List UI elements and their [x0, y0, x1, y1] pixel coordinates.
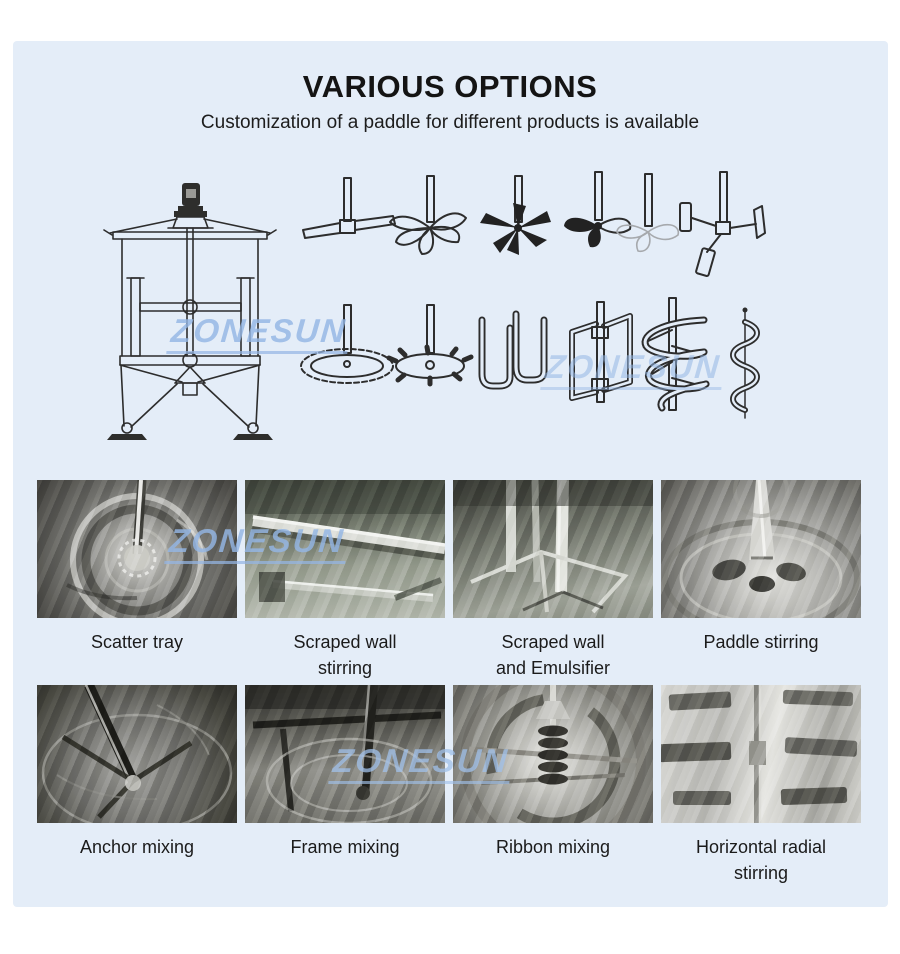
- helical-ribbon-icon: [641, 297, 710, 412]
- photo-ribbon-mixing: [453, 685, 653, 823]
- page-subtitle: Customization of a paddle for different …: [200, 112, 700, 133]
- marine-propeller-ghost-icon: [616, 173, 680, 253]
- six-blade-propeller-icon: [480, 175, 551, 255]
- gallery-item: Paddle stirring: [661, 480, 861, 681]
- photo-anchor-mixing: [37, 685, 237, 823]
- serrated-dissolver-disc-icon: [300, 304, 394, 384]
- double-u-anchor-icon: [478, 310, 548, 390]
- impeller-options-diagram: [103, 171, 766, 440]
- page-title: VARIOUS OPTIONS: [302, 69, 598, 104]
- flat-blade-paddle-icon: [302, 177, 396, 239]
- photo-caption: Frame mixing: [290, 837, 400, 857]
- gallery-item: Scatter tray: [37, 480, 237, 681]
- gate-frame-paddle-icon: [569, 301, 633, 403]
- photo-caption: Scraped wall and Emulsifier: [495, 632, 611, 678]
- photo-scraped-wall-emulsifier: [453, 480, 653, 618]
- mixing-tank-drawing-icon: [103, 183, 277, 440]
- photo-caption: Ribbon mixing: [495, 837, 611, 857]
- gallery-row-2: Anchor mixing Frame mixing: [37, 685, 861, 886]
- photo-scatter-tray: [37, 480, 237, 618]
- gallery-item: Frame mixing: [245, 685, 445, 886]
- curved-blade-turbine-icon: [389, 175, 467, 255]
- photo-frame-mixing: [245, 685, 445, 823]
- photo-horizontal-radial-stirring: [661, 685, 861, 823]
- photo-caption: Scatter tray: [90, 632, 184, 652]
- photo-caption: Paddle stirring: [703, 632, 819, 652]
- gallery-item: Ribbon mixing: [453, 685, 653, 886]
- photo-paddle-stirring: [661, 480, 861, 618]
- gallery-item: Scraped wall stirring: [245, 480, 445, 681]
- photo-scraped-wall-stirring: [245, 480, 445, 618]
- pitched-blade-impeller-icon: [679, 171, 766, 277]
- photo-caption: Anchor mixing: [79, 837, 195, 857]
- gallery-item: Scraped wall and Emulsifier: [453, 480, 653, 681]
- marine-propeller-icon: [564, 171, 632, 248]
- gallery-item: Anchor mixing: [37, 685, 237, 886]
- toothed-disc-icon: [386, 304, 474, 387]
- gallery-row-1: Scatter tray Scraped wall stirring: [37, 480, 861, 681]
- photo-caption: Horizontal radial stirring: [695, 837, 827, 883]
- screw-auger-icon: [730, 307, 760, 419]
- photo-caption: Scraped wall stirring: [293, 632, 397, 678]
- gallery-item: Horizontal radial stirring: [661, 685, 861, 886]
